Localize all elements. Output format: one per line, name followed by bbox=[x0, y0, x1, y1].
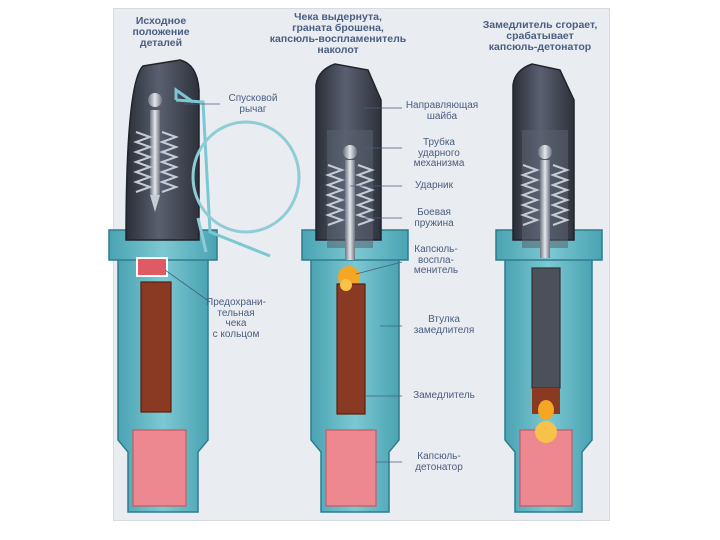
label-striker: Ударник bbox=[404, 181, 464, 192]
pin-ring bbox=[193, 122, 299, 232]
detonator-initial bbox=[133, 430, 186, 506]
label-primer-igniter: Капсюль-воспла-менитель bbox=[404, 245, 468, 277]
label-detonator: Капсюль-детонатор bbox=[404, 452, 474, 473]
title-col2: Чека выдернута,граната брошена,капсюль-в… bbox=[268, 12, 408, 56]
label-delay: Замедлитель bbox=[402, 391, 486, 402]
fuse-detonating bbox=[496, 64, 602, 512]
delay-column bbox=[141, 282, 171, 412]
fuse-head bbox=[126, 60, 199, 240]
fuse-initial bbox=[109, 60, 299, 512]
flame-detonator bbox=[535, 421, 557, 443]
fuse-struck bbox=[302, 64, 408, 512]
flame-delay bbox=[538, 400, 554, 420]
primer-initial bbox=[137, 258, 167, 276]
